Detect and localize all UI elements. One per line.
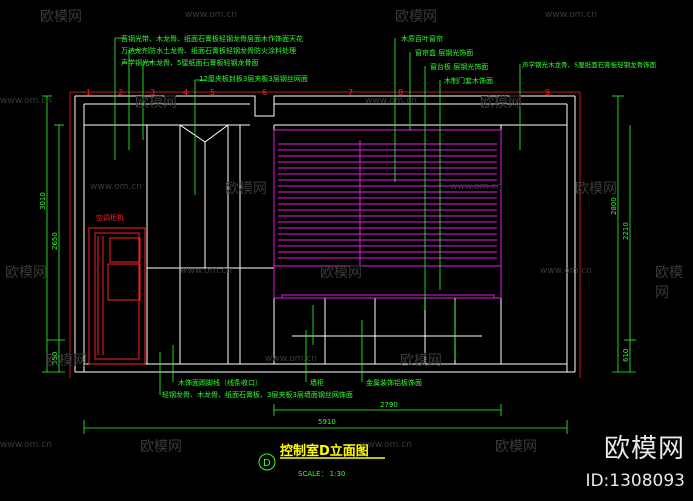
elevation-mark-letter: D — [263, 458, 271, 469]
window-blinds — [273, 129, 502, 299]
number-marks: 1 2 3 4 5 6 7 8 9 — [86, 88, 550, 97]
watermark-site: www.om.cn — [360, 440, 412, 450]
annotation-top-left-1: 苔钢光带、木龙骨、纸面石膏板轻钢龙骨层面木作饰面天花 — [121, 34, 303, 43]
watermark-brand: 欧模网 — [655, 265, 683, 301]
annotation-far-right: 声学钢光木龙骨、5厘纸面石膏板轻钢龙骨饰面 — [522, 60, 657, 69]
watermark-site: www.om.cn — [0, 440, 52, 450]
number-mark: 4 — [183, 88, 188, 97]
number-mark: 1 — [86, 88, 91, 97]
drawing-scale: SCALE： 1:30 — [298, 470, 345, 478]
watermark-brand: 欧模网 — [140, 439, 182, 455]
red-reference-lines — [69, 91, 581, 378]
watermark-brand: 欧模网 — [40, 9, 82, 25]
elevation-mark-circle — [258, 453, 276, 471]
watermark-site: www.om.cn — [365, 96, 417, 106]
watermark-site: www.om.cn — [180, 266, 232, 276]
annotation-top-right-1: 木质百叶窗帘 — [401, 34, 443, 43]
watermark-brand: 欧模网 — [135, 95, 177, 111]
wall-outline — [74, 95, 576, 373]
number-mark: 3 — [150, 88, 155, 97]
annotation-top-left-2: 万达龙剂防水土龙骨、纸面石膏板轻钢龙骨防火涂料处理 — [121, 46, 296, 55]
watermark-brand: 欧模网 — [495, 439, 537, 455]
annotation-bottom-1: 木饰面踢脚线（线条收口） — [178, 378, 262, 387]
annotation-bottom-4: 金属装饰铝板饰面 — [366, 378, 422, 387]
watermark-site: www.om.cn — [545, 10, 597, 20]
number-mark: 6 — [262, 88, 267, 97]
number-mark: 2 — [118, 88, 123, 97]
number-mark: 8 — [398, 88, 403, 97]
watermark-site: www.om.cn — [90, 182, 142, 192]
dimension-right-upper: 2210 — [622, 222, 630, 240]
brand-id-label: ID:1308093 — [585, 471, 685, 491]
watermark-site: www.om.cn — [265, 354, 317, 364]
annotation-top-left-3: 声学钢光木龙骨、5厘纸面石膏板轻钢龙骨面 — [121, 58, 258, 67]
annotation-top-right-4: 木制门套木饰面 — [444, 76, 493, 85]
dimension-left-inner-height: 2650 — [51, 232, 59, 250]
watermark-brand: 欧模网 — [400, 353, 442, 369]
watermark-site: www.om.cn — [450, 182, 502, 192]
annotation-top-right-2: 窗帘盒 层钢光饰面 — [415, 48, 473, 57]
drawing-title: 控制室D立面图 — [280, 443, 369, 459]
brand-logo-text: 欧模网 — [603, 434, 685, 464]
dimension-lower-width: 2790 — [380, 401, 398, 409]
dimension-overall-width: 5910 — [318, 418, 336, 426]
dimension-left-low: 350 — [51, 352, 59, 365]
air-conditioner-cabinet — [88, 227, 146, 365]
watermark-brand: 欧模网 — [480, 95, 522, 111]
dimension-right-lower: 610 — [622, 349, 630, 362]
dimension-left-height: 3010 — [39, 192, 47, 210]
dimension-lines — [42, 37, 636, 434]
watermark-brand: 欧模网 — [320, 265, 362, 281]
watermark-site: www.om.cn — [0, 96, 52, 106]
watermark-brand: 欧模网 — [45, 353, 87, 369]
number-mark: 9 — [545, 88, 550, 97]
watermark-brand: 欧模网 — [5, 265, 47, 281]
watermark-site: www.om.cn — [185, 10, 237, 20]
watermark-brand: 欧模网 — [225, 181, 267, 197]
annotation-top-right-3: 窗台板 层钢光饰面 — [430, 62, 488, 71]
annotation-bottom-3: 墙柜 — [310, 378, 324, 387]
watermark-brand: 欧模网 — [395, 9, 437, 25]
number-mark: 7 — [348, 88, 353, 97]
dimension-right-height: 2800 — [610, 197, 618, 215]
annotation-top-left-4: 12厘夹板封板3层夹板3层钢丝网面 — [199, 74, 308, 83]
watermark-brand: 欧模网 — [575, 181, 617, 197]
number-mark: 5 — [210, 88, 215, 97]
cabinet-label: 空调柜机 — [96, 213, 124, 222]
watermark-site: www.om.cn — [540, 266, 592, 276]
annotation-bottom-2: 轻钢龙骨、木龙骨、纸面石膏板、3层夹板3层墙面钢丝网饰面 — [162, 390, 353, 399]
